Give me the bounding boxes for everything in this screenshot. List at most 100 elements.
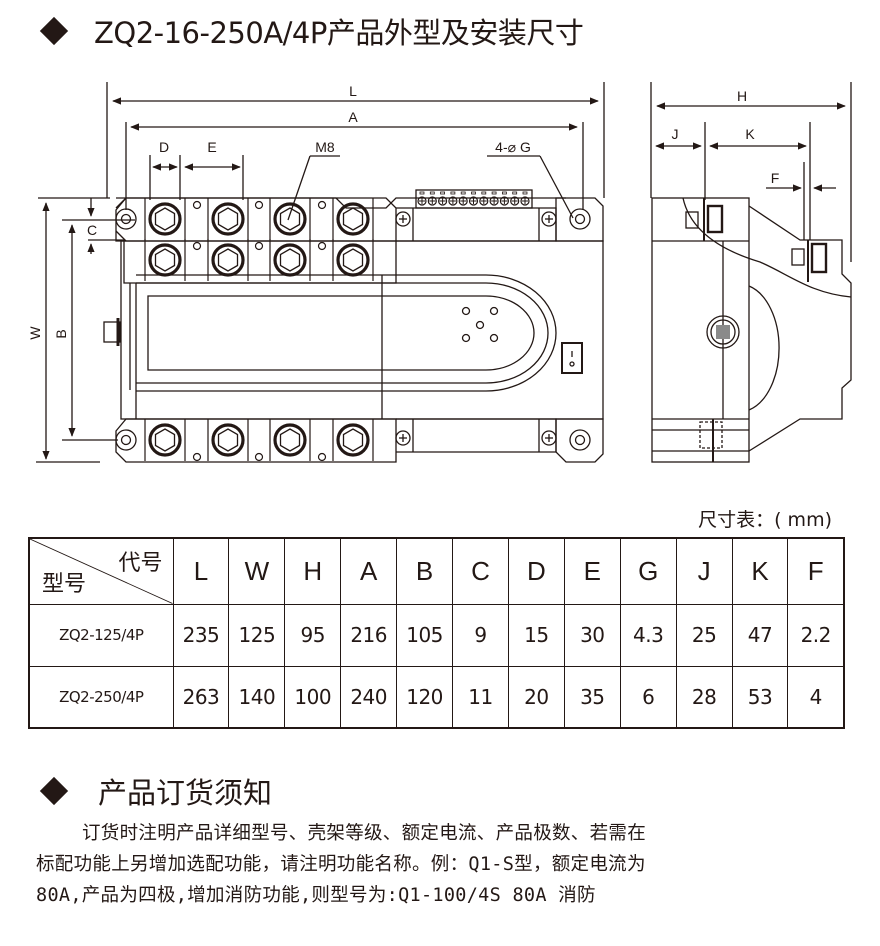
notch-icon (192, 452, 202, 462)
strip-screw-icon (468, 196, 479, 206)
hex-nut-icon (332, 198, 374, 240)
column-header-L: L (172, 537, 230, 605)
strip-screw-icon (438, 196, 448, 206)
value-cell-C: 9 (452, 603, 509, 667)
label-J: J (672, 126, 679, 142)
notch-icon (317, 241, 327, 251)
value-cell-G: 4.3 (619, 603, 677, 667)
value-cell-F: 4 (787, 665, 845, 729)
notch-icon (317, 200, 327, 210)
column-header-J: J (675, 537, 733, 605)
column-header-W: W (228, 537, 286, 605)
strip-screw-icon (427, 196, 437, 206)
notch-icon (254, 241, 264, 251)
label-E: E (207, 139, 216, 155)
table-corner-cell: 代号 型号 (28, 537, 174, 605)
technical-drawing: L A D E M8 4-⌀ G C W B H J K F (27, 82, 852, 463)
hex-nut-icon (144, 419, 186, 461)
value-cell-K: 53 (731, 665, 789, 729)
label-C: C (87, 222, 97, 238)
label-L: L (349, 83, 357, 99)
notch-icon (317, 452, 327, 462)
terminal-nuts (144, 198, 374, 462)
notch-icon (192, 200, 202, 210)
notes-line: 标配功能上另增加选配功能，请注明功能名称。例：Q1-S型，额定电流为 (36, 854, 646, 875)
front-view (36, 82, 605, 463)
hex-nut-icon (269, 198, 311, 240)
page-title: ZQ2-16-250A/4P产品外型及安装尺寸 (94, 16, 584, 50)
value-cell-G: 6 (619, 665, 677, 729)
column-header-D: D (507, 537, 565, 605)
hex-nut-icon (144, 198, 186, 240)
model-cell: ZQ2-125/4P (28, 603, 174, 667)
ordering-title: 产品订货须知 (98, 776, 273, 810)
strip-screw-icon (458, 196, 468, 206)
section-title-dimensions: ZQ2-16-250A/4P产品外型及安装尺寸 (39, 10, 584, 52)
knob-square-icon (716, 325, 730, 339)
label-B: B (53, 329, 69, 338)
terminal-strip-screws (417, 191, 530, 206)
label-M8: M8 (315, 139, 335, 155)
corner-code-label: 代号 (118, 551, 163, 576)
hex-nut-icon (269, 239, 311, 281)
hex-nut-icon (332, 239, 374, 281)
strip-screw-icon (417, 196, 427, 206)
label-D: D (159, 139, 169, 155)
label-W: W (27, 326, 43, 340)
value-cell-D: 20 (507, 665, 565, 729)
value-cell-H: 100 (284, 665, 342, 729)
strip-screw-icon (479, 196, 489, 206)
value-cell-D: 15 (507, 603, 565, 667)
value-cell-J: 25 (675, 603, 733, 667)
value-cell-C: 11 (452, 665, 509, 729)
hex-nut-icon (207, 419, 249, 461)
column-header-A: A (340, 537, 398, 605)
value-cell-W: 125 (228, 603, 286, 667)
value-cell-J: 28 (675, 665, 733, 729)
label-K: K (745, 126, 755, 142)
label-H: H (737, 88, 747, 104)
hex-nut-icon (332, 419, 374, 461)
side-view (650, 82, 852, 463)
table-unit-label: 尺寸表：( mm) (698, 509, 832, 531)
column-header-F: F (787, 537, 845, 605)
strip-screw-icon (448, 196, 458, 206)
value-cell-B: 105 (396, 603, 454, 667)
value-cell-E: 30 (563, 603, 621, 667)
value-cell-A: 216 (340, 603, 398, 667)
strip-screw-icon (510, 196, 520, 206)
ordering-notes: 订货时注明产品详细型号、壳架等级、额定电流、产品极数、若需在 标配功能上另增加选… (36, 818, 842, 911)
value-cell-L: 263 (172, 665, 230, 729)
hex-nut-icon (144, 239, 186, 281)
value-cell-F: 2.2 (787, 603, 845, 667)
strip-screw-icon (520, 196, 530, 206)
column-header-B: B (396, 537, 454, 605)
value-cell-B: 120 (396, 665, 454, 729)
model-cell: ZQ2-250/4P (28, 665, 174, 729)
column-header-G: G (619, 537, 677, 605)
label-A: A (348, 109, 358, 125)
column-header-K: K (731, 537, 789, 605)
section-title-ordering: 产品订货须知 (39, 770, 273, 812)
value-cell-H: 95 (284, 603, 342, 667)
diamond-bullet-icon (39, 776, 69, 806)
value-cell-W: 140 (228, 665, 286, 729)
notch-icon (254, 452, 264, 462)
strip-screw-icon (499, 196, 509, 206)
notes-line: 订货时注明产品详细型号、壳架等级、额定电流、产品极数、若需在 (82, 823, 647, 844)
label-F: F (771, 170, 780, 186)
label-4-G: 4-⌀ G (495, 139, 531, 155)
value-cell-L: 235 (172, 603, 230, 667)
diamond-bullet-icon (39, 16, 69, 46)
hex-nut-icon (269, 419, 311, 461)
corner-model-label: 型号 (42, 571, 87, 597)
value-cell-E: 35 (563, 665, 621, 729)
column-header-C: C (452, 537, 509, 605)
column-header-H: H (284, 537, 342, 605)
column-header-E: E (563, 537, 621, 605)
notch-icon (192, 241, 202, 251)
strip-screw-icon (489, 196, 499, 206)
